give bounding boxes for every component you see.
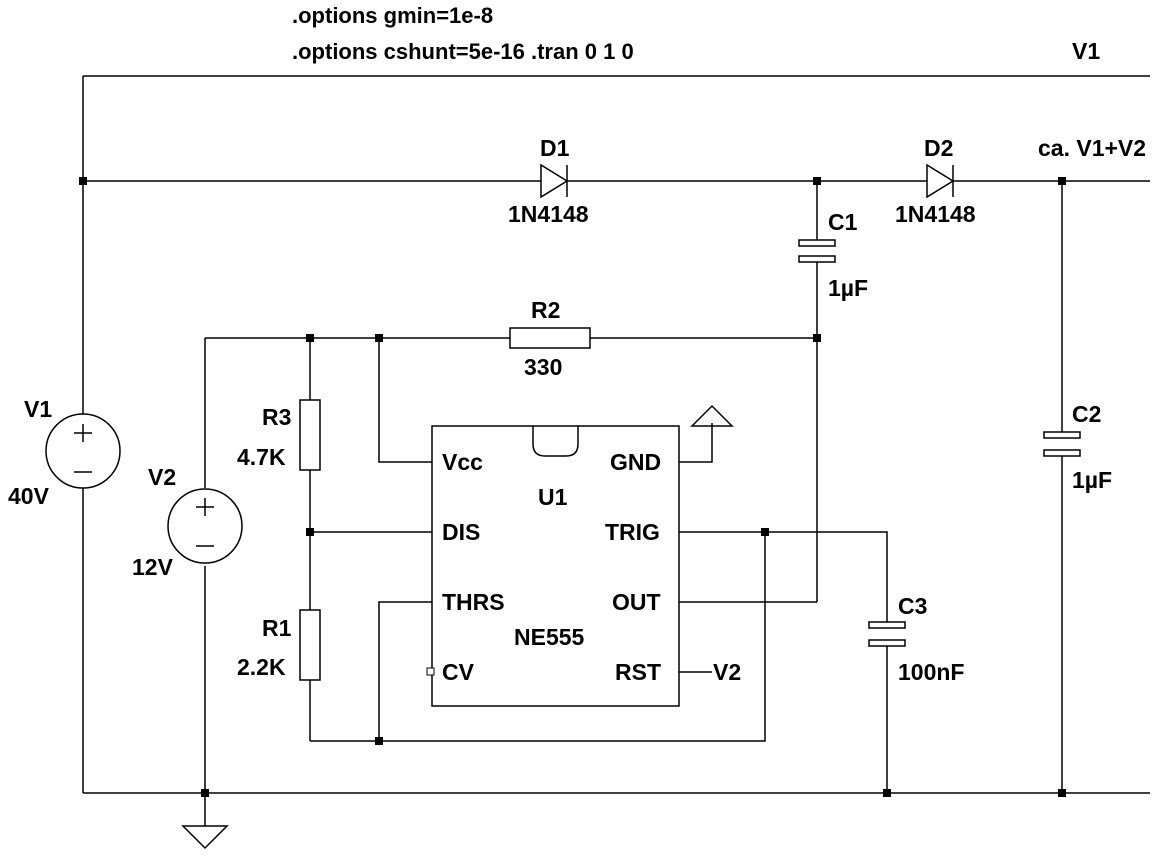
net-label-v1: V1 [1072, 38, 1100, 64]
junction-dot [883, 789, 891, 797]
junction-dot [201, 789, 209, 797]
junction-dot [306, 528, 314, 536]
d2-value: 1N4148 [895, 201, 976, 227]
voltage-source-v1 [45, 413, 121, 489]
capacitor-c3 [868, 621, 906, 647]
voltage-source-v2 [167, 488, 243, 564]
resistor-r2 [509, 327, 591, 349]
v2-value: 12V [132, 554, 174, 580]
cv-pin-marker [426, 667, 435, 676]
r2-name: R2 [531, 297, 560, 323]
capacitor-c1 [798, 239, 836, 263]
diode-d2 [926, 163, 955, 199]
u1-pin-rst: RST [615, 659, 661, 685]
u1-value: NE555 [514, 624, 585, 650]
u1-pin-out: OUT [612, 589, 661, 615]
junction-dot [79, 177, 87, 185]
resistor-r1 [299, 609, 321, 681]
ground-symbol-ic [690, 404, 734, 427]
c2-value: 1µF [1072, 467, 1112, 493]
net-label-output: ca. V1+V2 [1038, 135, 1146, 161]
r2-value: 330 [524, 354, 562, 380]
net-label-rst: V2 [713, 659, 741, 685]
directive-line-1: .options gmin=1e-8 [292, 3, 493, 28]
v1-name: V1 [24, 396, 52, 422]
u1-pin-trig: TRIG [605, 519, 660, 545]
d1-value: 1N4148 [508, 201, 589, 227]
junction-dot [1058, 177, 1066, 185]
wire-vcc [378, 338, 432, 463]
c1-name: C1 [828, 209, 858, 235]
wire-trig [679, 531, 888, 622]
junction-dot [813, 177, 821, 185]
diode-d1 [540, 163, 569, 199]
v1-value: 40V [8, 483, 50, 509]
r3-value: 4.7K [237, 444, 286, 470]
junction-dot [1058, 789, 1066, 797]
u1-pin-cv: CV [442, 659, 475, 685]
junction-dot [761, 528, 769, 536]
c3-value: 100nF [898, 659, 964, 685]
u1-pin-dis: DIS [442, 519, 480, 545]
d1-name: D1 [540, 135, 570, 161]
ic-u1-body [426, 425, 680, 707]
u1-name: U1 [538, 484, 568, 510]
c3-name: C3 [898, 593, 927, 619]
c2-name: C2 [1072, 401, 1101, 427]
v2-name: V2 [148, 464, 176, 490]
r3-name: R3 [262, 404, 291, 430]
junction-dot [306, 334, 314, 342]
directive-line-2: .options cshunt=5e-16 .tran 0 1 0 [292, 39, 634, 64]
r1-name: R1 [262, 615, 292, 641]
junction-dot [375, 737, 383, 745]
capacitor-c2 [1043, 431, 1081, 457]
junction-dot [375, 334, 383, 342]
r1-value: 2.2K [237, 654, 286, 680]
wire-gnd-pin [679, 423, 713, 463]
d2-name: D2 [924, 135, 953, 161]
u1-pin-vcc: Vcc [442, 449, 483, 475]
wires [82, 75, 1150, 826]
u1-pin-gnd: GND [610, 449, 661, 475]
resistor-r3 [299, 399, 321, 471]
junctions [79, 177, 1066, 797]
junction-dot [813, 334, 821, 342]
wire-thrs [378, 601, 432, 741]
u1-pin-thrs: THRS [442, 589, 505, 615]
ground-symbol [181, 825, 229, 850]
c1-value: 1µF [828, 275, 868, 301]
